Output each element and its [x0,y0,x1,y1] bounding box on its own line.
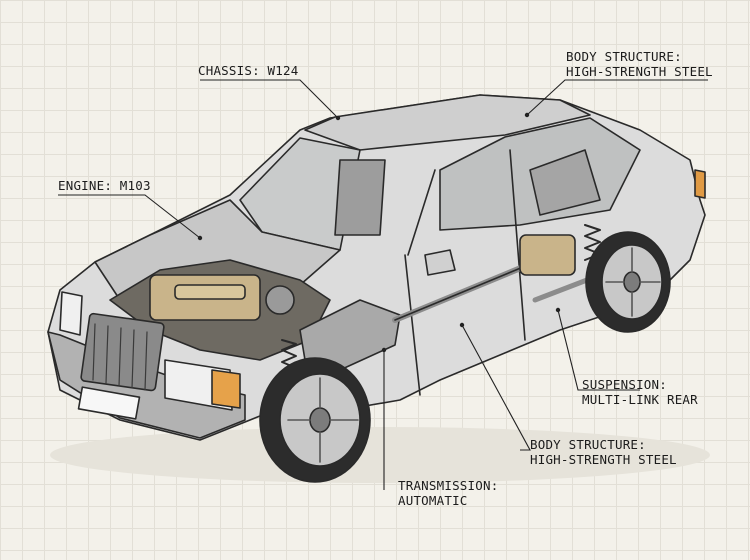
tail-light [694,169,706,199]
grille [80,312,165,392]
callout-engine-text: ENGINE: M103 [58,178,151,193]
intake-manifold [174,284,246,300]
leader-engine [58,194,201,239]
callout-transmission-line1: TRANSMISSION: [398,478,499,493]
callout-transmission-line2: AUTOMATIC [398,493,468,508]
front-seat [334,159,386,236]
leader-chassis [200,79,339,119]
grille-bars [92,323,148,391]
callout-body-bottom: BODY STRUCTURE: HIGH-STRENGTH STEEL [530,437,677,467]
callout-chassis-text: CHASSIS: W124 [198,63,299,78]
callout-body-top-line2: HIGH-STRENGTH STEEL [566,64,713,79]
ground-shadow [50,427,710,483]
callout-chassis: CHASSIS: W124 [198,63,298,78]
callout-suspension-line1: SUSPENSION: [582,377,667,392]
front-spring [281,339,297,369]
rear-seat [529,149,601,216]
callout-transmission: TRANSMISSION: AUTOMATIC [398,478,498,508]
callout-body-bottom-line1: BODY STRUCTURE: [530,437,646,452]
leader-body-bottom [461,324,531,451]
indicator [211,369,241,409]
drive-shaft-outline [394,259,541,321]
callout-body-top: BODY STRUCTURE: HIGH-STRENGTH STEEL [566,49,713,79]
rear-wheel [585,231,671,333]
side-mirror [424,249,456,276]
leader-suspension [557,309,640,391]
headlight-left [59,291,83,336]
air-filter [265,285,295,315]
callout-body-bottom-line2: HIGH-STRENGTH STEEL [530,452,677,467]
door-outline [404,149,526,396]
leader-body-top [526,79,708,116]
callout-suspension-line2: MULTI-LINK REAR [582,392,698,407]
rear-differential [519,234,576,276]
car-roof [304,94,591,151]
front-wheel [259,357,371,483]
callout-suspension: SUSPENSION: MULTI-LINK REAR [582,377,698,407]
callout-engine: ENGINE: M103 [58,178,151,193]
license-plate [77,386,141,420]
callout-body-top-line1: BODY STRUCTURE: [566,49,682,64]
